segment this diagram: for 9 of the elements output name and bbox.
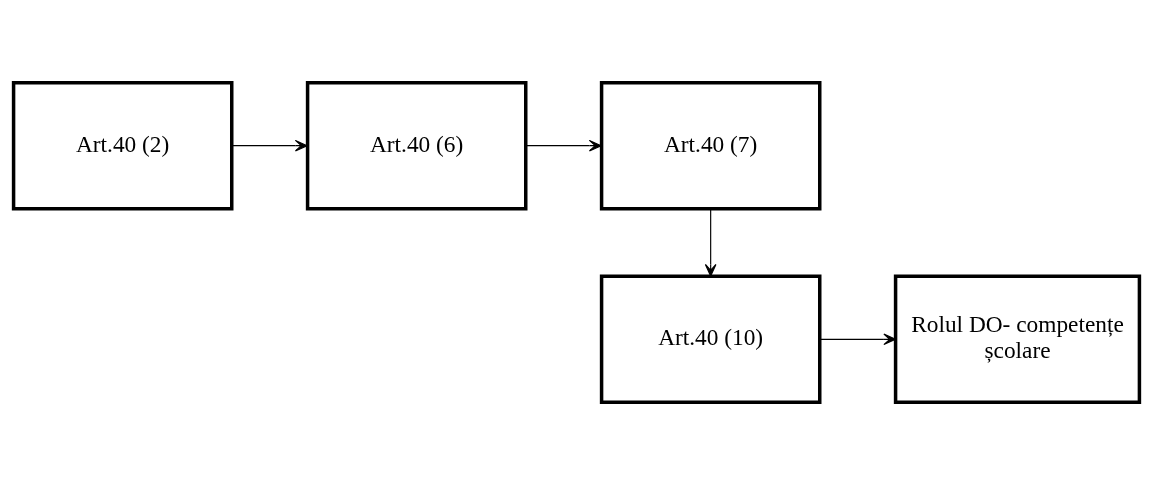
- arrow: [704, 208, 717, 277]
- node-box: Rolul DO- competențe școlare: [893, 274, 1142, 404]
- node-box: Art.40 (2): [11, 80, 234, 210]
- arrow: [819, 333, 897, 345]
- node-box: Art.40 (7): [599, 80, 822, 210]
- node-box: Art.40 (10): [599, 274, 822, 404]
- arrow: [231, 139, 308, 151]
- node-box: Art.40 (6): [305, 80, 528, 210]
- arrow: [525, 139, 602, 151]
